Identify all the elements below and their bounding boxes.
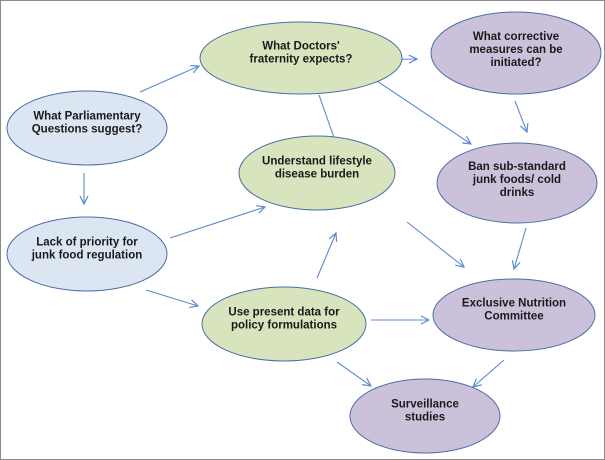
node-ellipse (201, 286, 367, 362)
node-ellipse (430, 11, 602, 95)
node-ellipse (6, 216, 168, 292)
node-label-line: studies (405, 412, 445, 424)
arrow-doctors-to-ban (370, 76, 471, 144)
node-ellipse (199, 21, 403, 95)
node-label-line: Ban sub-standard (468, 161, 566, 173)
node-ellipse (436, 142, 598, 224)
arrow-usedata-to-surveillance (336, 361, 371, 386)
node-label-line: What Parliamentary (33, 111, 141, 123)
node-label-line: Committee (484, 311, 543, 323)
node-ellipse (432, 278, 596, 352)
node-label-line: fraternity expects? (250, 54, 353, 66)
node-ellipse (238, 135, 396, 211)
node-label-line: Understand lifestyle (262, 156, 372, 168)
arrow-lack-to-usedata (145, 289, 198, 306)
arrow-committee-to-surveillance (473, 359, 505, 387)
arrow-usedata-to-understand (316, 233, 336, 279)
node-label-line: junk foods/ cold (472, 174, 561, 186)
arrow-understand-to-committee (406, 221, 464, 267)
node-ellipse (6, 90, 168, 166)
node-label-line: policy formulations (231, 320, 337, 332)
node-label-line: Lack of priority for (36, 237, 138, 249)
node-label-line: junk food regulation (31, 250, 143, 262)
node-ellipse (349, 378, 501, 454)
node-label-line: drinks (500, 187, 535, 199)
node-doctors: What Doctors'fraternity expects? (199, 21, 403, 95)
node-label-line: Use present data for (228, 307, 340, 319)
node-label-line: initiated? (490, 57, 541, 69)
node-label-line: disease burden (275, 169, 359, 181)
node-label-line: What corrective (473, 31, 559, 43)
node-label-line: Surveillance (391, 399, 459, 411)
node-label-line: Questions suggest? (32, 124, 143, 136)
arrow-ban-to-committee (514, 227, 527, 269)
arrow-lack-to-understand (169, 207, 265, 239)
arrow-corrective-to-ban (514, 100, 527, 132)
arrow-parliamentary-to-doctors (139, 66, 199, 93)
node-label-line: measures can be (469, 44, 562, 56)
node-label-line: Exclusive Nutrition (462, 298, 566, 310)
node-label-line: What Doctors' (262, 41, 340, 53)
